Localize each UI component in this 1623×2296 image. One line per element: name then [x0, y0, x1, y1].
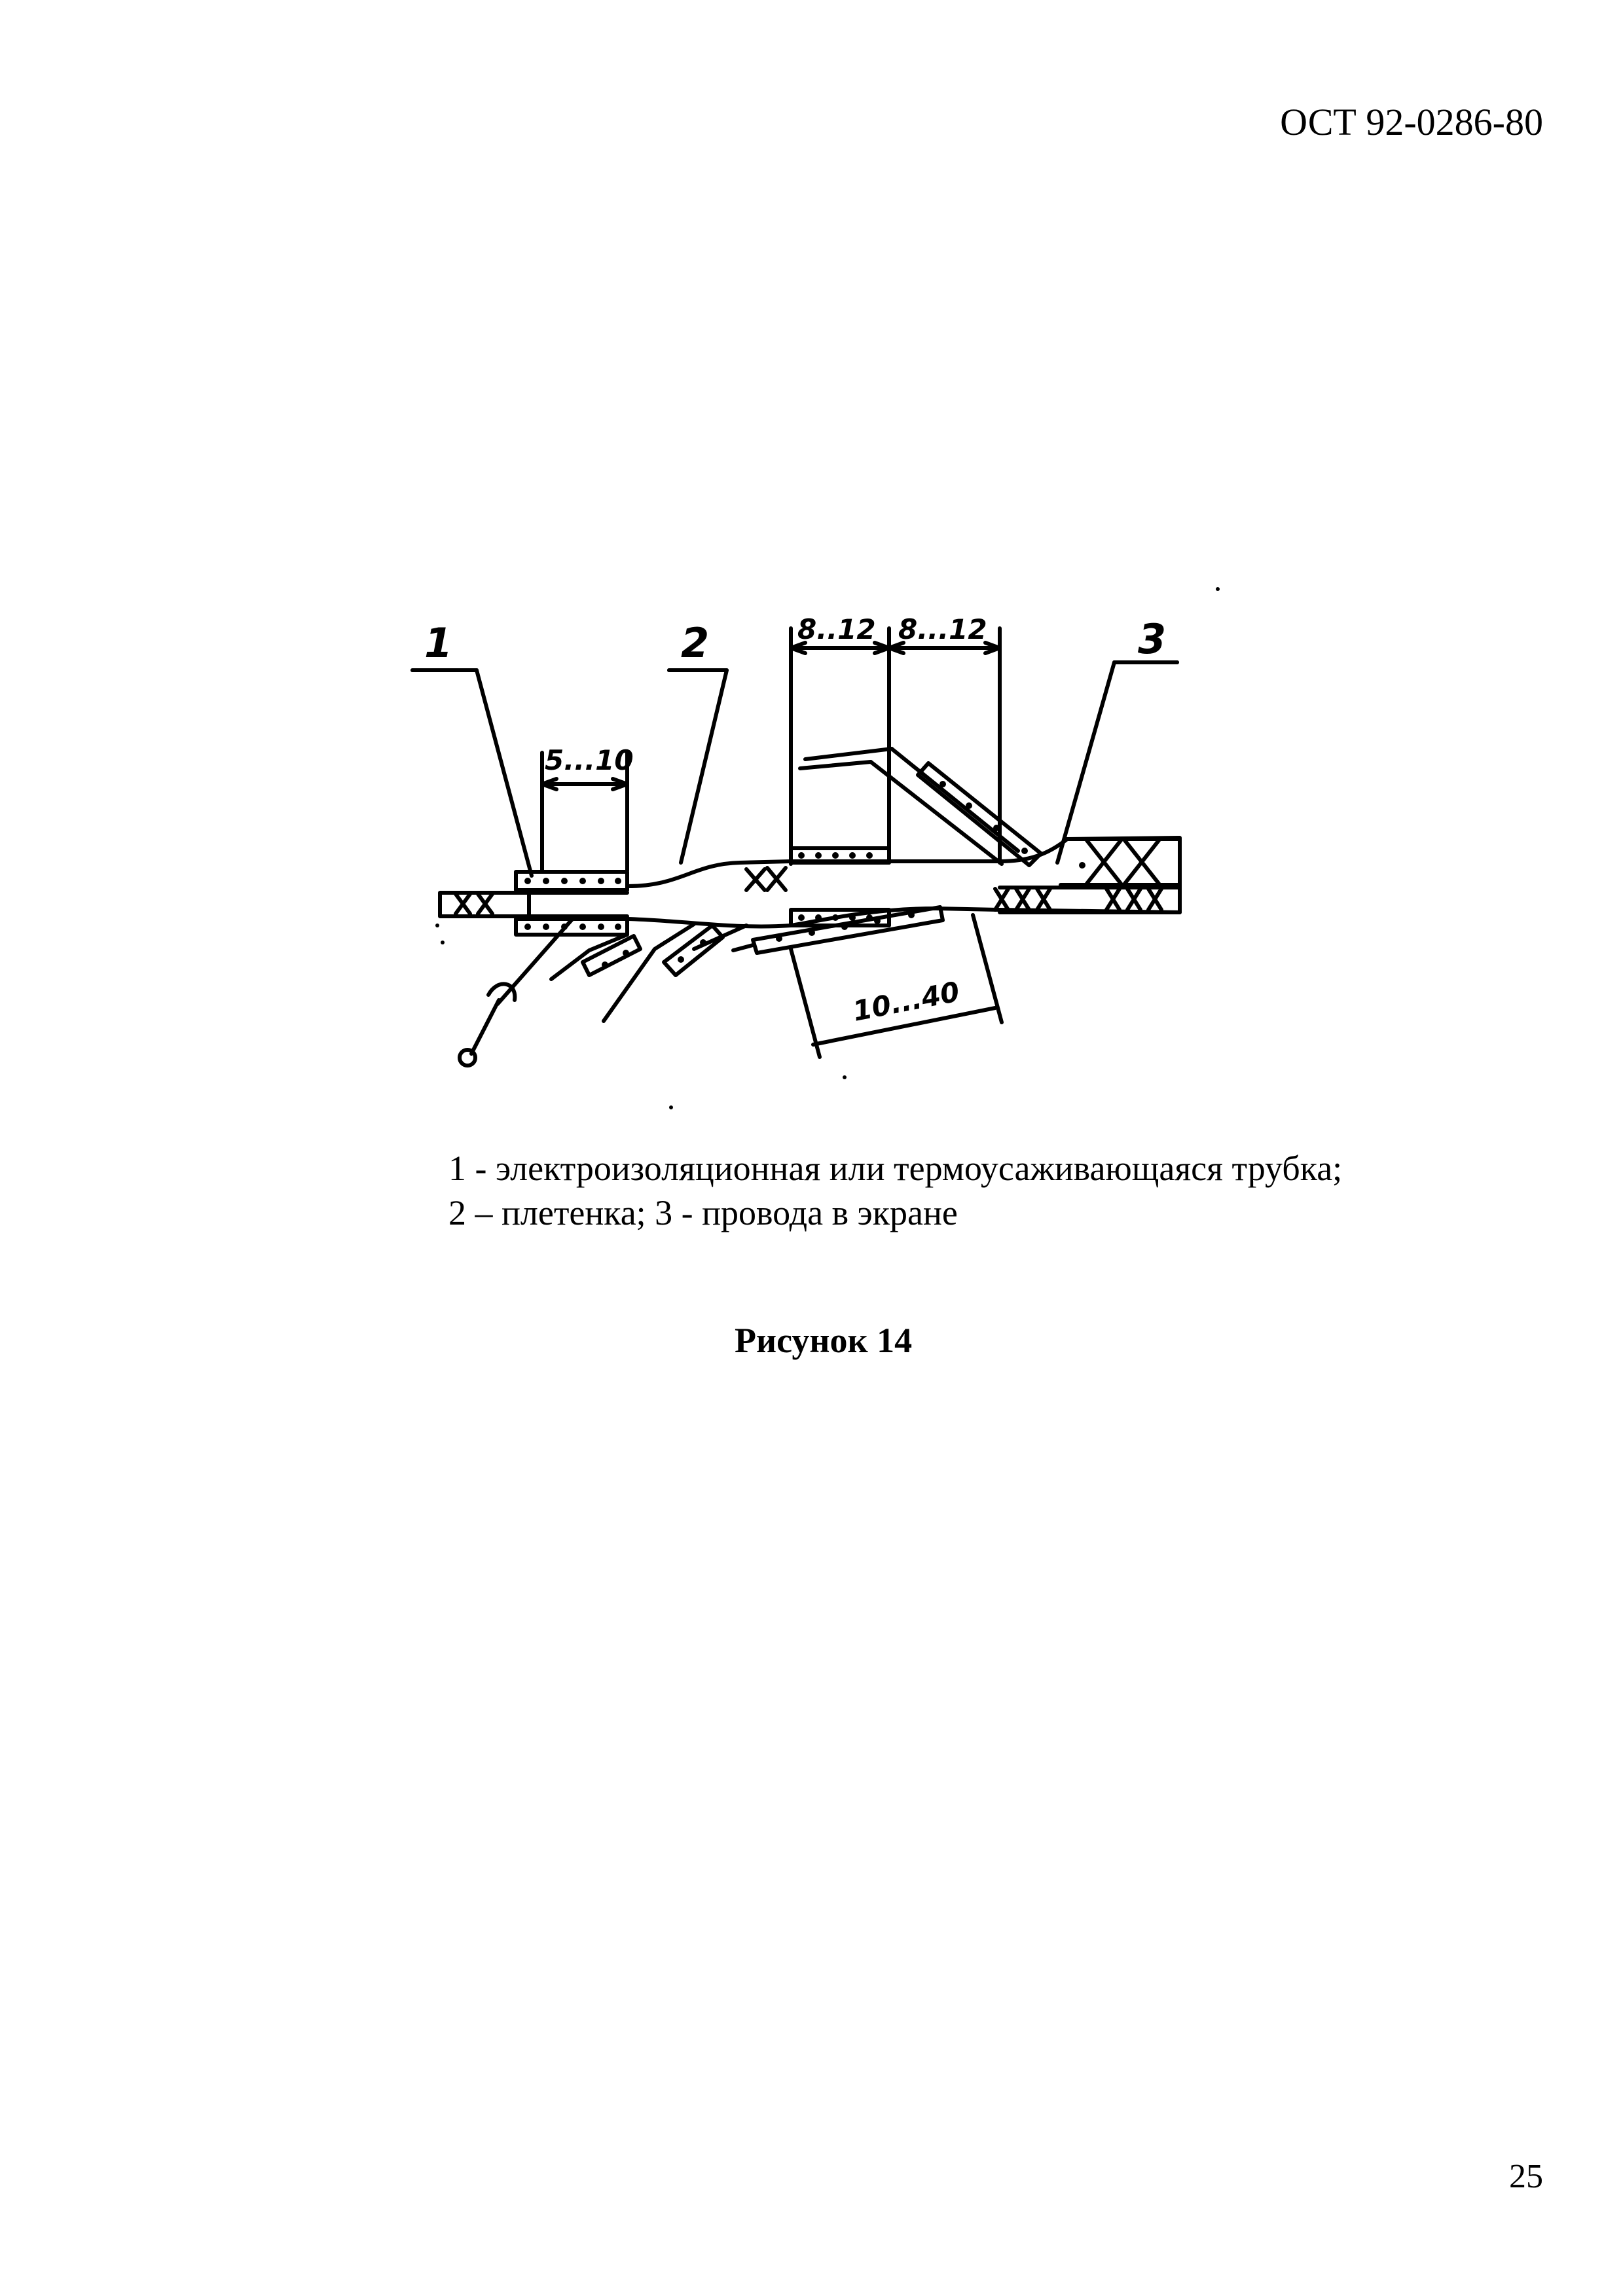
- lower-wire-2: [602, 922, 696, 1023]
- callout-2-number: 2: [681, 619, 709, 667]
- page-number: 25: [1509, 2158, 1543, 2195]
- upper-wire-tip-2: [798, 760, 873, 770]
- upper-wire-1: [890, 747, 1020, 853]
- lower-wire-1: [549, 933, 629, 981]
- dimension-8-12-left: 8..12: [797, 613, 876, 645]
- caption-line-1: 1 - электроизоляционная или термоусажива…: [448, 1149, 1343, 1188]
- document-code: ОСТ 92-0286-80: [1280, 101, 1543, 143]
- lower-wire-2-sheath: [662, 924, 725, 977]
- dim-8-12-arrows: [789, 641, 1002, 655]
- tube-1-inner: [527, 891, 629, 918]
- shield-braid-cross: [1085, 838, 1161, 886]
- lower-wire-3: [692, 924, 748, 951]
- callout-1-number: 1: [424, 619, 452, 667]
- lower-wire-1-sheath: [581, 934, 642, 977]
- tube-1-leader-to-lug: [496, 914, 577, 1006]
- dim-10-40-ext-right: [971, 913, 1004, 1024]
- callout-3-number: 3: [1138, 615, 1166, 663]
- ground-lead: [469, 998, 501, 1056]
- upper-wire-2: [869, 760, 1004, 866]
- dim-10-40-line: [811, 1006, 997, 1047]
- caption-line-2: 2 – плетенка; 3 - провода в экране: [448, 1193, 958, 1232]
- braid-pattern: [744, 866, 788, 892]
- figure-title: Рисунок 14: [735, 1321, 913, 1360]
- shield-cable-lower: [998, 886, 1182, 914]
- ground-ring: [458, 1048, 477, 1067]
- bottom-wire-sheath: [751, 905, 945, 955]
- tube-1-top: [514, 870, 629, 892]
- callout-2-leader: [667, 668, 729, 865]
- dim-5-10-arrow-right: [611, 777, 629, 791]
- callout-3-leader: [1055, 660, 1179, 865]
- shield-cable-upper: [1059, 837, 1182, 887]
- shield-braid-lower: [993, 887, 1163, 912]
- left-cable-braid: [454, 892, 494, 916]
- clamp-hatch: [435, 587, 1220, 1109]
- callout-1-leader: [410, 668, 534, 878]
- dimension-5-10: 5...10: [545, 744, 634, 776]
- dimension-8-12-right: 8...12: [898, 613, 987, 645]
- upper-wire-tip-1: [803, 747, 894, 761]
- ground-hook: [486, 982, 517, 1002]
- clamp-top: [789, 846, 891, 865]
- figure-caption: 1 - электроизоляционная или термоусажива…: [448, 1147, 1342, 1236]
- dim-10-40-ext-left: [789, 947, 822, 1059]
- bottom-wire-tip: [731, 943, 755, 952]
- upper-wire-sheath: [916, 761, 1043, 867]
- clamp-bottom: [789, 908, 891, 927]
- dim-5-10-arrow-left: [540, 777, 558, 791]
